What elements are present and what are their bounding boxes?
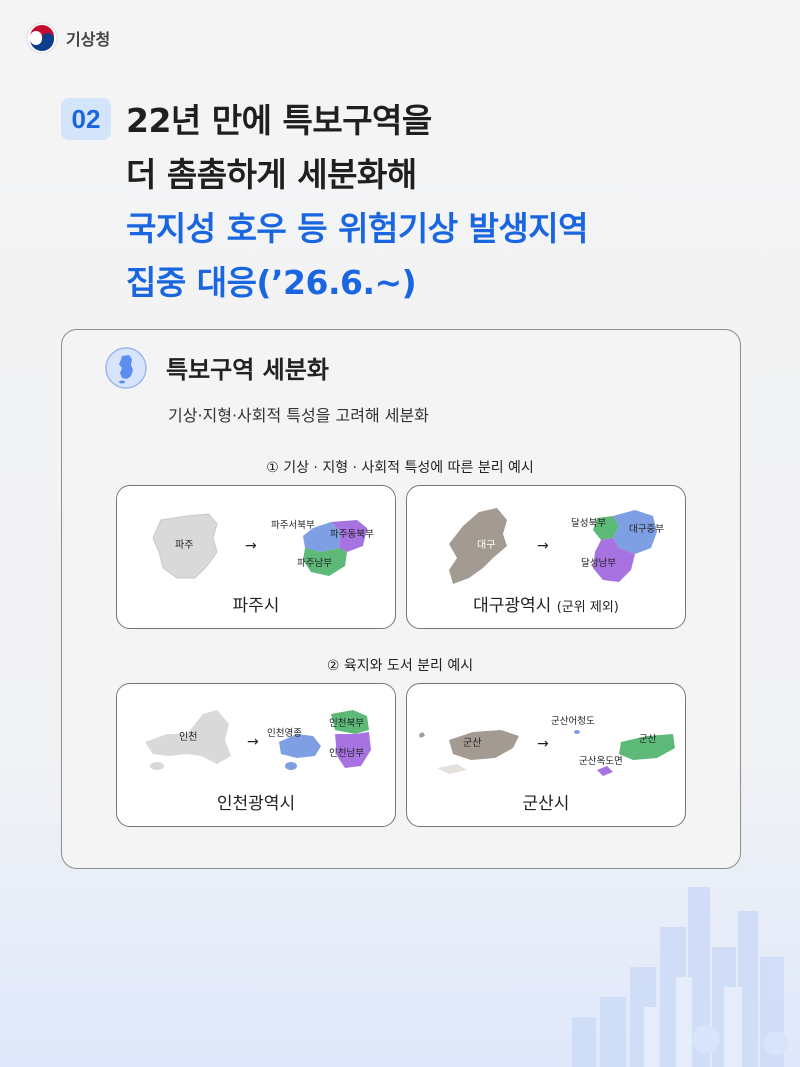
- example-name-paju: 파주시: [232, 596, 280, 616]
- card-subtitle: 기상·지형·사회적 특성을 고려해 세분화: [168, 406, 429, 425]
- headline-line-1: 22년 만에 특보구역을: [126, 101, 432, 140]
- section-number-badge: 02: [61, 98, 111, 140]
- arrow-icon: →: [537, 538, 549, 554]
- gunsan-before-label: 군산: [463, 737, 481, 749]
- paju-after-label-1: 파주서북부: [271, 520, 315, 531]
- arrow-icon: →: [537, 736, 549, 752]
- section-2-label: ② 육지와 도서 분리 예시: [326, 658, 474, 674]
- daegu-map: 대구 → 달성북부 대구중부 달성남부: [449, 508, 664, 584]
- taegeuk-logo-icon: [26, 22, 58, 54]
- card-title: 특보구역 세분화: [166, 356, 329, 384]
- gunsan-map: 군산 → 군산어청도 군산 군산옥도면: [419, 716, 675, 776]
- ministry-logo: 기상청: [26, 22, 110, 54]
- gunsan-after-label-1: 군산어청도: [551, 716, 595, 727]
- daegu-before-label: 대구: [477, 539, 495, 551]
- example-card-daegu: 대구 → 달성북부 대구중부 달성남부 대구광역시 (군위 제외): [406, 485, 686, 629]
- headline: 22년 만에 특보구역을 더 촘촘하게 세분화해 국지성 호우 등 위험기상 발…: [126, 94, 589, 310]
- gunsan-after-label-2: 군산: [639, 734, 657, 745]
- example-card-incheon: 인천 → 인천영종 인천북부 인천남부 인천광역시: [116, 683, 396, 827]
- korea-map-icon: [105, 347, 147, 389]
- incheon-map: 인천 → 인천영종 인천북부 인천남부: [145, 710, 371, 770]
- paju-map: 파주 → 파주서북부 파주동북부 파주남부: [152, 513, 374, 579]
- paju-before-label: 파주: [175, 539, 193, 551]
- daegu-after-label-3: 달성남부: [581, 557, 616, 569]
- headline-line-3: 국지성 호우 등 위험기상 발생지역: [126, 209, 589, 248]
- example-name-incheon: 인천광역시: [216, 794, 296, 814]
- example-card-paju: 파주 → 파주서북부 파주동북부 파주남부 파주시: [116, 485, 396, 629]
- example-name-gunsan: 군산시: [522, 794, 570, 814]
- gunsan-after-label-3: 군산옥도면: [579, 756, 623, 767]
- daegu-after-label-1: 달성북부: [571, 517, 606, 529]
- incheon-after-label-2: 인천북부: [329, 718, 364, 729]
- paju-after-label-2: 파주동북부: [330, 529, 374, 540]
- city-skyline-decoration: [572, 887, 788, 1067]
- org-name: 기상청: [66, 30, 111, 49]
- example-card-gunsan: 군산 → 군산어청도 군산 군산옥도면 군산시: [406, 683, 686, 827]
- incheon-after-label-1: 인천영종: [267, 728, 302, 739]
- daegu-after-label-2: 대구중부: [629, 524, 664, 535]
- section-1-label: ① 기상 · 지형 · 사회적 특성에 따른 분리 예시: [266, 460, 534, 476]
- arrow-icon: →: [245, 538, 257, 554]
- headline-line-2: 더 촘촘하게 세분화해: [126, 155, 417, 194]
- headline-line-4: 집중 대응(’26.6.~): [126, 263, 417, 302]
- incheon-after-label-3: 인천남부: [329, 748, 364, 759]
- arrow-icon: →: [247, 734, 259, 750]
- incheon-before-label: 인천: [179, 731, 197, 743]
- example-name-daegu: 대구광역시 (군위 제외): [473, 596, 619, 616]
- paju-after-label-3: 파주남부: [297, 558, 332, 569]
